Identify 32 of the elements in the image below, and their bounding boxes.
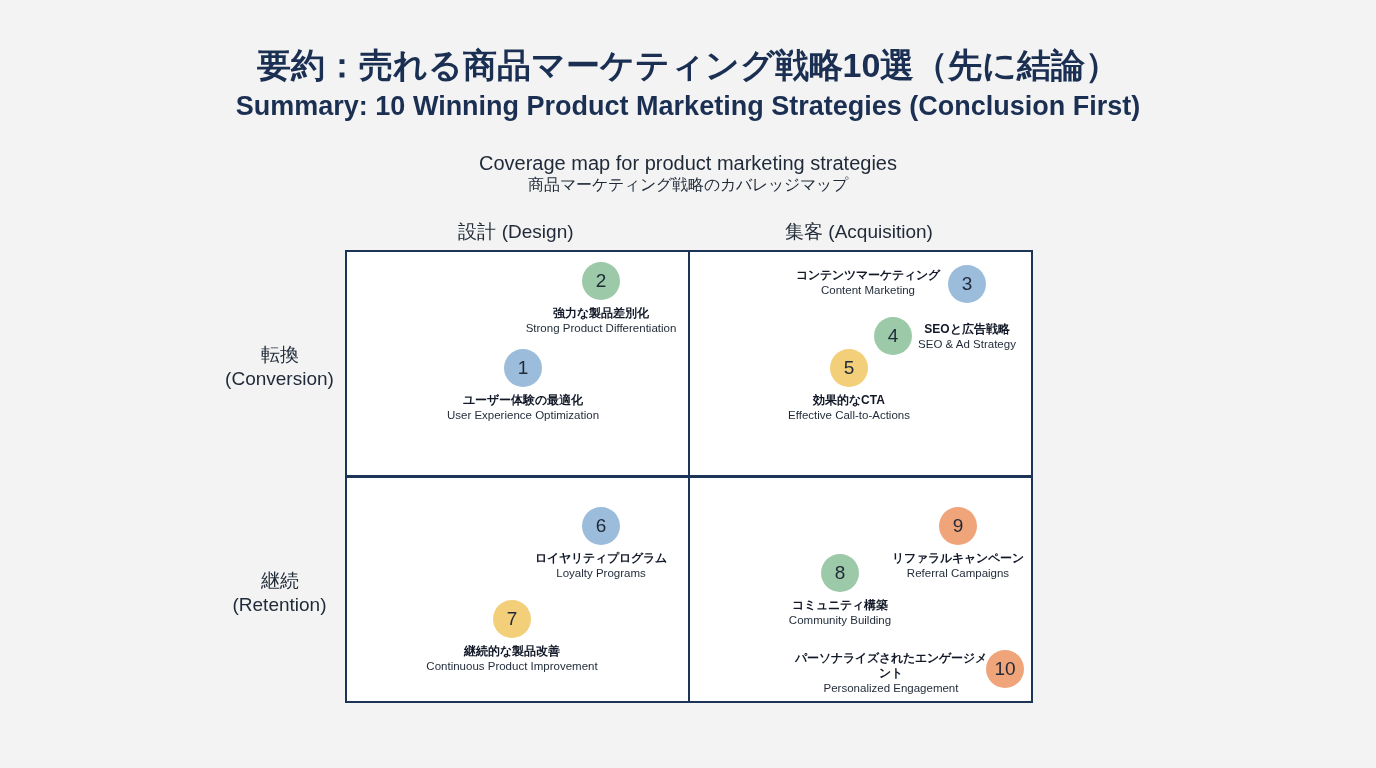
strategy-subtitle: User Experience Optimization — [446, 408, 600, 423]
strategy-title: パーソナライズされたエンゲージメント — [795, 651, 987, 681]
strategy-title: 継続的な製品改善 — [464, 644, 560, 659]
strategy-title: 効果的なCTA — [813, 393, 885, 408]
quadrant-box — [345, 476, 690, 703]
strategy-subtitle: Personalized Engagement — [823, 681, 959, 696]
strategy-subtitle: Strong Product Differentiation — [525, 321, 677, 336]
strategy-title: 強力な製品差別化 — [553, 306, 649, 321]
chart-subtitle: 商品マーケティング戦略のカバレッジマップ — [528, 175, 848, 195]
subtitle: Summary: 10 Winning Product Marketing Strategies (Conclusion First) — [235, 90, 1141, 123]
row-header: 転換 (Conversion) — [224, 343, 335, 391]
strategy-title: ユーザー体験の最適化 — [463, 393, 583, 408]
strategy-subtitle: Continuous Product Improvement — [426, 659, 598, 674]
strategy-subtitle: Effective Call-to-Actions — [788, 408, 910, 423]
row-header: 継続 (Retention) — [231, 569, 328, 617]
column-header: 集客 (Acquisition) — [784, 220, 934, 244]
title: 要約：売れる商品マーケティング戦略10選（先に結論） — [256, 45, 1120, 86]
strategy-title: コンテンツマーケティング — [796, 268, 940, 283]
strategy-title: ロイヤリティプログラム — [535, 551, 667, 566]
column-header: 設計 (Design) — [457, 220, 575, 244]
quadrant-box — [688, 250, 1033, 477]
chart-title: Coverage map for product marketing strategies — [479, 151, 897, 176]
strategy-subtitle: Community Building — [788, 613, 892, 628]
strategy-title: コミュニティ構築 — [792, 598, 888, 613]
strategy-subtitle: Content Marketing — [821, 283, 915, 298]
strategy-subtitle: Referral Campaigns — [906, 566, 1010, 581]
strategy-subtitle: SEO & Ad Strategy — [918, 337, 1016, 352]
strategy-title: リファラルキャンペーン — [892, 551, 1024, 566]
strategy-subtitle: Loyalty Programs — [556, 566, 646, 581]
quadrant-box — [688, 476, 1033, 703]
strategy-title: SEOと広告戦略 — [924, 322, 1010, 337]
quadrant-box — [345, 250, 690, 477]
